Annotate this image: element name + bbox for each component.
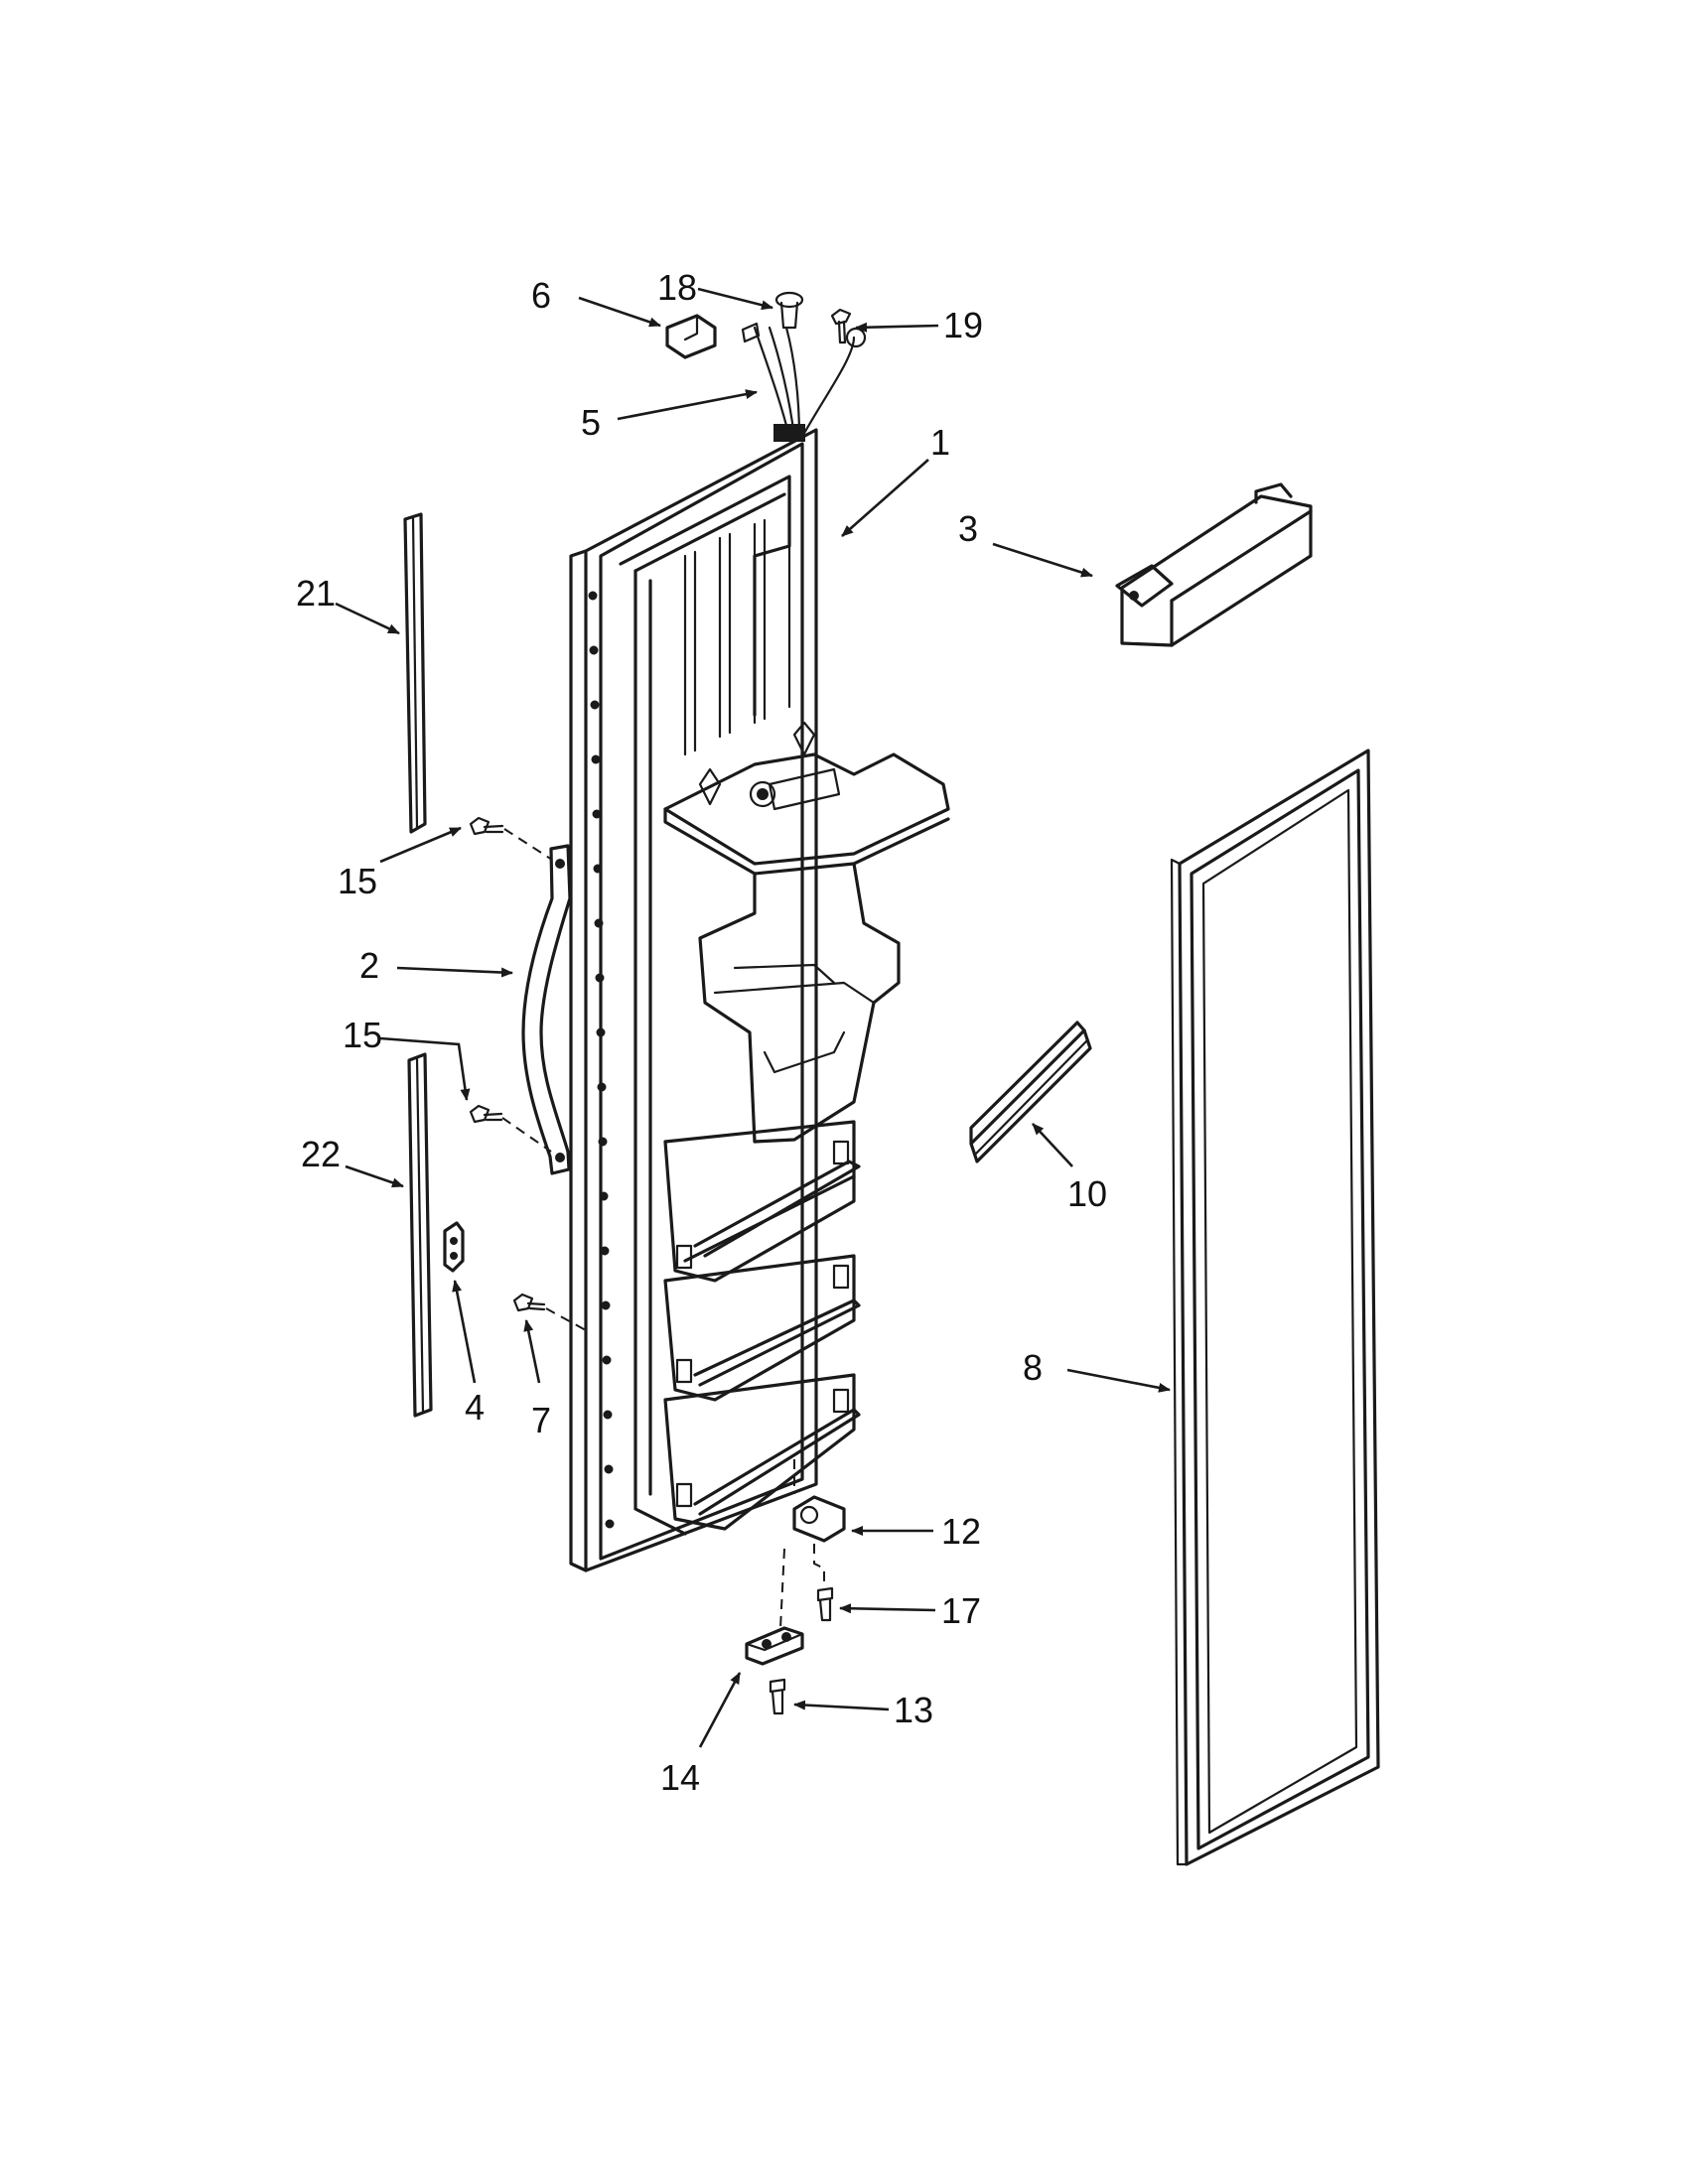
- leader-3: [992, 542, 1093, 578]
- bracket-10-part: [969, 1021, 1092, 1163]
- callout-7: 7: [531, 1400, 551, 1440]
- screw-15-lower-part: [469, 1104, 503, 1124]
- callout-3: 3: [958, 508, 978, 549]
- plug-18-part: [774, 291, 804, 330]
- leader-21: [335, 602, 400, 635]
- leader-14: [698, 1672, 742, 1748]
- dashed-line-14: [779, 1548, 785, 1629]
- leader-18: [697, 287, 773, 311]
- dashed-line-15-upper: [503, 828, 553, 861]
- leader-lines: [335, 287, 1171, 1748]
- callout-1: 1: [930, 422, 950, 463]
- dashed-line-7: [545, 1307, 587, 1331]
- clip-4-part: [443, 1221, 465, 1273]
- leader-13: [793, 1700, 890, 1711]
- leader-2: [396, 966, 513, 978]
- leader-10: [1032, 1123, 1073, 1167]
- callout-13: 13: [894, 1690, 933, 1730]
- trim-strip-21-part: [403, 512, 427, 834]
- leader-5: [617, 389, 758, 421]
- door-panel-part: [569, 428, 950, 1572]
- hinge-bracket-14-part: [745, 1626, 804, 1666]
- screw-19-part: [830, 308, 852, 344]
- connector-part: [665, 314, 717, 359]
- wire-harness-part: [741, 322, 867, 442]
- callout-8: 8: [1023, 1347, 1043, 1388]
- callout-17: 17: [941, 1590, 981, 1631]
- callout-10: 10: [1067, 1173, 1107, 1214]
- callout-labels: 1 2 3 4 5 6 7 8 10 12 13 14 15 15 17 18 …: [296, 267, 1107, 1798]
- handle-cap-part: [1115, 482, 1313, 647]
- door-handle-part: [521, 844, 572, 1175]
- leader-17: [839, 1603, 936, 1614]
- leader-7: [523, 1319, 541, 1384]
- screw-15-upper-part: [469, 816, 504, 836]
- callout-2: 2: [359, 945, 379, 986]
- hinge-bushing-12-part: [792, 1495, 846, 1543]
- callout-5: 5: [581, 402, 601, 443]
- trim-strip-22-part: [407, 1052, 433, 1418]
- callout-14: 14: [660, 1757, 700, 1798]
- dashed-line-15-lower: [501, 1117, 552, 1153]
- callout-19: 19: [943, 305, 983, 345]
- leader-22: [345, 1164, 404, 1188]
- leader-8: [1066, 1368, 1171, 1393]
- door-gasket-part: [1170, 749, 1380, 1866]
- leader-1: [841, 459, 929, 537]
- callout-21: 21: [296, 573, 336, 614]
- leader-15-upper: [379, 826, 462, 864]
- screw-13-part: [769, 1678, 786, 1715]
- callout-18: 18: [657, 267, 697, 308]
- leader-4: [452, 1280, 477, 1384]
- dashed-line-17: [813, 1544, 825, 1586]
- callout-15-lower: 15: [343, 1015, 382, 1055]
- callout-15-upper: 15: [338, 861, 377, 901]
- screw-17-part: [816, 1586, 834, 1622]
- leader-15-lower: [379, 1036, 471, 1101]
- callout-6: 6: [531, 275, 551, 316]
- callout-4: 4: [465, 1387, 485, 1428]
- leader-19: [855, 322, 939, 333]
- leader-6: [578, 296, 661, 328]
- screw-7-part: [512, 1293, 546, 1312]
- callout-22: 22: [301, 1134, 341, 1174]
- callout-12: 12: [941, 1511, 981, 1552]
